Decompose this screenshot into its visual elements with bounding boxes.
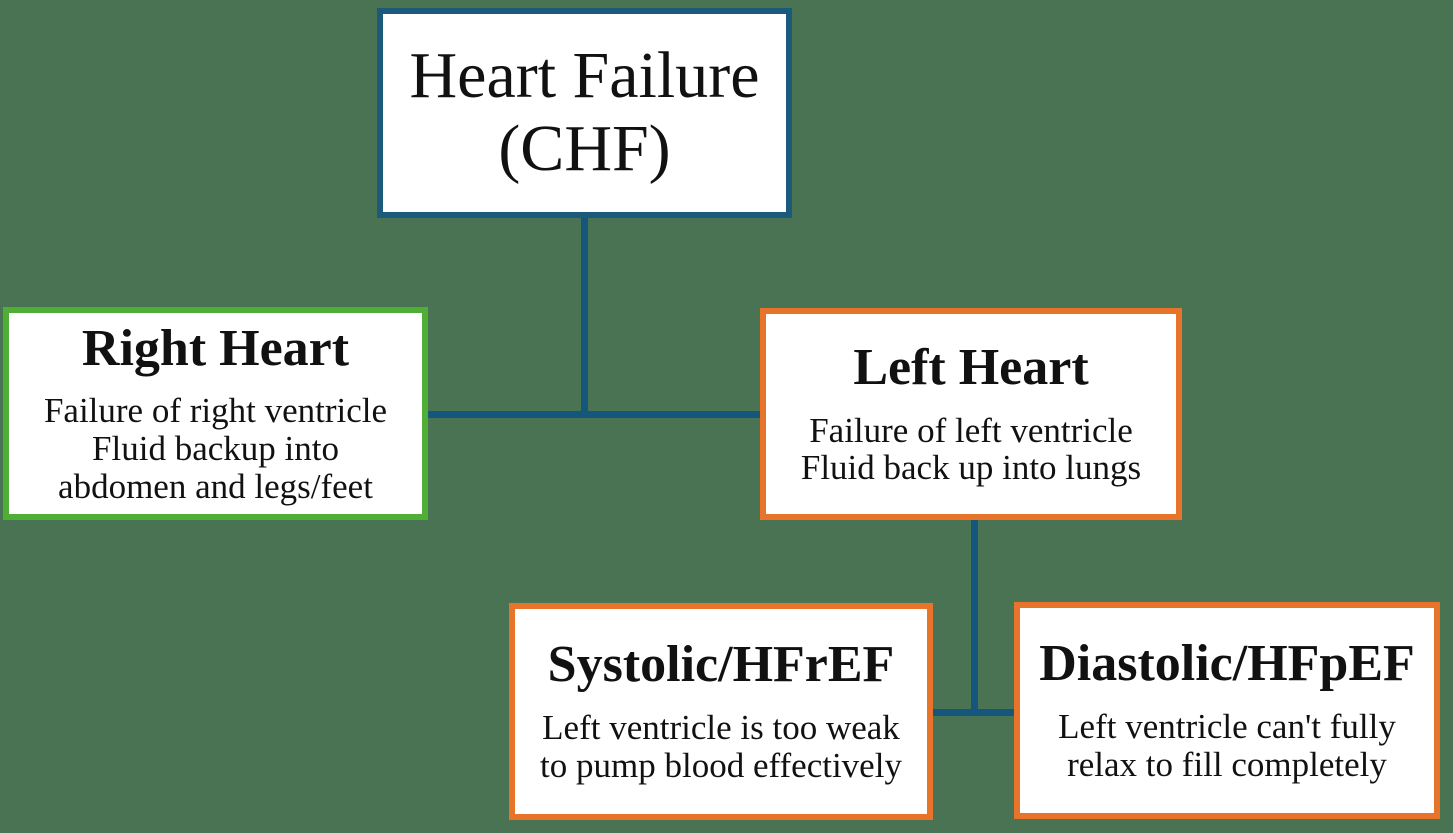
- connector-root-to-branch-vertical: [581, 218, 588, 415]
- right-heart-line-2: Fluid backup into: [92, 428, 339, 468]
- diastolic-line-2: relax to fill completely: [1067, 744, 1387, 784]
- right-heart-line-1: Failure of right ventricle: [43, 391, 388, 431]
- connector-leftheart-to-branch-vertical: [971, 520, 978, 716]
- diastolic-title: Diastolic/HFpEF: [1039, 635, 1415, 693]
- right-heart-title: Right Heart: [81, 319, 350, 377]
- systolic-line-2: to pump blood effectively: [540, 745, 902, 785]
- systolic-description: Left ventricle is too weak to pump blood…: [540, 709, 902, 785]
- systolic-line-1: Left ventricle is too weak: [542, 708, 900, 747]
- left-heart-line-1: Failure of left ventricle: [809, 410, 1133, 450]
- node-left-heart: Left Heart Failure of left ventricle Flu…: [760, 308, 1182, 520]
- left-heart-description: Failure of left ventricle Fluid back up …: [800, 410, 1142, 488]
- left-heart-title: Left Heart: [853, 338, 1089, 396]
- node-right-heart: Right Heart Failure of right ventricle F…: [3, 307, 428, 520]
- heart-failure-title: Heart Failure (CHF): [409, 39, 760, 185]
- connector-right-left-horizontal: [425, 411, 765, 418]
- left-heart-line-2: Fluid back up into lungs: [800, 448, 1142, 488]
- node-systolic-hfref: Systolic/HFrEF Left ventricle is too wea…: [509, 603, 933, 820]
- node-diastolic-hfpef: Diastolic/HFpEF Left ventricle can't ful…: [1014, 602, 1440, 819]
- node-heart-failure: Heart Failure (CHF): [377, 8, 792, 218]
- right-heart-description: Failure of right ventricle Fluid backup …: [44, 392, 387, 505]
- systolic-title: Systolic/HFrEF: [547, 636, 895, 694]
- diastolic-line-1: Left ventricle can't fully: [1058, 707, 1396, 746]
- connector-systolic-diastolic-horizontal: [933, 709, 1016, 716]
- right-heart-line-3: abdomen and legs/feet: [58, 466, 373, 506]
- diastolic-description: Left ventricle can't fully relax to fill…: [1058, 708, 1396, 784]
